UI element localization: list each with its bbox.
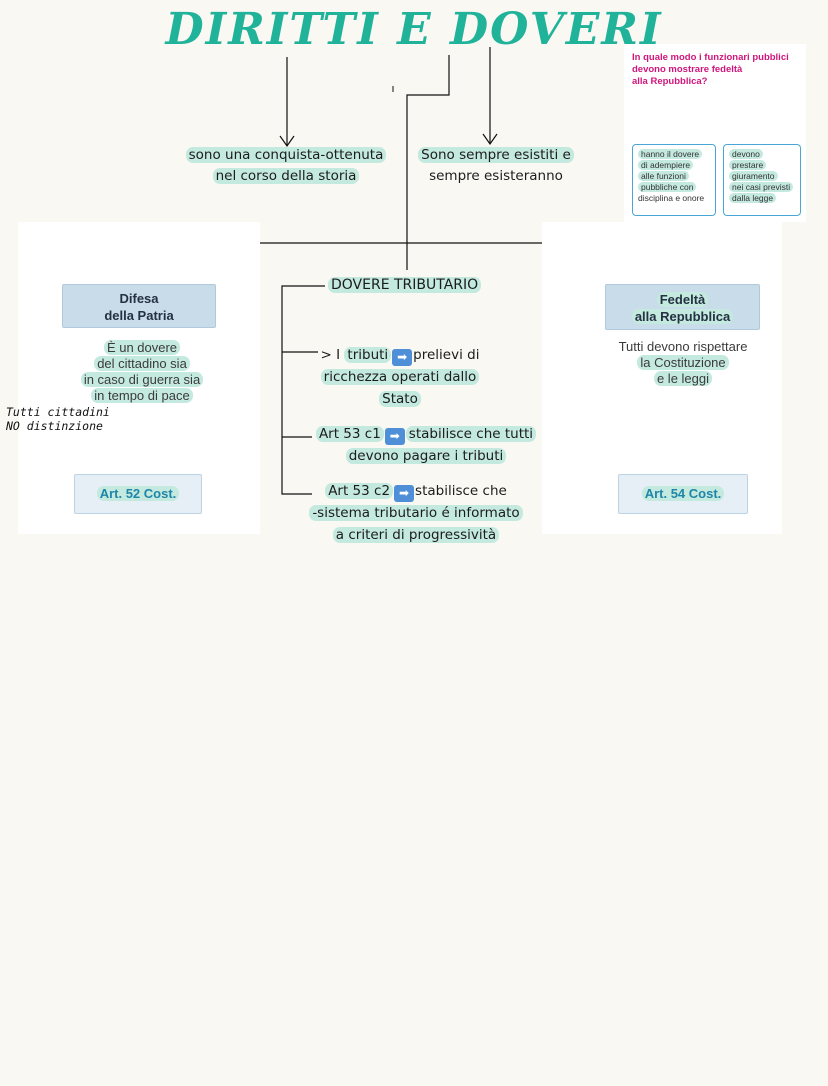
fedelta-text-line2: la Costituzione — [637, 355, 729, 370]
arrow-right-icon: ➡ — [394, 485, 415, 502]
art-52-box: Art. 52 Cost. — [74, 474, 202, 514]
difesa-text-line4: in tempo di pace — [91, 388, 193, 403]
note-conquest: sono una conquista-ottenuta nel corso de… — [174, 145, 398, 187]
difesa-line2: della Patria — [104, 308, 174, 323]
tributi-prefix: > I — [320, 347, 341, 363]
handwritten-side-note: Tutti cittadini NO distinzione — [6, 405, 136, 433]
tributi-line2: ricchezza operati dallo — [320, 369, 480, 385]
note-always-existed: Sono sempre esistiti e sempre esisterann… — [410, 145, 582, 187]
qbox-right-line4: nei casi previsti — [729, 182, 794, 192]
question-answer-left: hanno il dovere di adempiere alle funzio… — [632, 144, 716, 216]
side-note-line1: Tutti cittadini — [6, 405, 110, 419]
qbox-left-line5: disciplina e onore — [638, 193, 705, 203]
difesa-text: È un dovere del cittadino sia in caso di… — [62, 340, 222, 404]
page-title: DIRITTI E DOVERI — [165, 4, 663, 55]
arrow-right-icon: ➡ — [384, 428, 405, 445]
fedelta-text: Tutti devono rispettare la Costituzione … — [600, 339, 766, 387]
tributi-line3: Stato — [379, 391, 421, 407]
note-conquest-line2: nel corso della storia — [212, 168, 360, 184]
note-conquest-line1: sono una conquista-ottenuta — [185, 147, 387, 163]
question-title-line3: alla Repubblica? — [632, 76, 708, 87]
art-54-label: Art. 54 Cost. — [641, 486, 725, 501]
question-title: In quale modo i funzionari pubblici devo… — [632, 52, 804, 88]
fedelta-text-line1: Tutti devono rispettare — [618, 339, 748, 354]
note-always-line1: Sono sempre esistiti e — [418, 147, 574, 163]
qbox-left-line2: di adempiere — [638, 160, 694, 170]
art53c1-rest: stabilisce che tutti — [405, 426, 537, 442]
box-fedelta-repubblica: Fedeltà alla Repubblica — [605, 284, 760, 330]
art-53-c2-item: Art 53 c2➡stabilisce che -sistema tribut… — [296, 480, 536, 546]
art53c2-rest: stabilisce che — [415, 483, 507, 499]
side-note-line2: NO distinzione — [6, 419, 103, 433]
difesa-text-line1: È un dovere — [103, 340, 181, 355]
qbox-left-line3: alle funzioni — [638, 171, 689, 181]
art-53-c1-item: Art 53 c1➡stabilisce che tutti devono pa… — [308, 423, 544, 467]
qbox-right-line5: dalla legge — [729, 193, 777, 203]
art53c1-line2: devono pagare i tributi — [345, 448, 507, 464]
question-card: In quale modo i funzionari pubblici devo… — [624, 44, 806, 222]
difesa-text-line3: in caso di guerra sia — [80, 372, 204, 387]
qbox-right-line3: giuramento — [729, 171, 778, 181]
difesa-text-line2: del cittadino sia — [94, 356, 190, 371]
art53c2-line3: a criteri di progressività — [332, 527, 500, 543]
arrow-right-icon: ➡ — [392, 349, 413, 366]
art53c2-prefix: Art 53 c2 — [325, 483, 394, 499]
note-always-line2: sempre esisteranno — [429, 168, 563, 184]
dovere-tributario-label: DOVERE TRIBUTARIO — [328, 277, 482, 293]
tributi-item: > I tributi➡prelievi di ricchezza operat… — [300, 344, 500, 410]
difesa-line1: Difesa — [119, 291, 159, 306]
qbox-left-line1: hanno il dovere — [638, 149, 703, 159]
art-52-label: Art. 52 Cost. — [96, 486, 180, 501]
fedelta-line1: Fedeltà — [656, 292, 709, 307]
fedelta-line2: alla Repubblica — [631, 309, 734, 324]
qbox-right-line2: prestare — [729, 160, 767, 170]
art53c2-line2: -sistema tributario é informato — [309, 505, 523, 521]
question-title-line1: In quale modo i funzionari pubblici — [632, 52, 789, 63]
box-difesa-patria: Difesa della Patria — [62, 284, 216, 328]
art-54-box: Art. 54 Cost. — [618, 474, 748, 514]
fedelta-text-line3: e le leggi — [653, 371, 713, 386]
dovere-tributario-heading: DOVERE TRIBUTARIO — [328, 277, 482, 293]
qbox-right-line1: devono — [729, 149, 763, 159]
art53c1-prefix: Art 53 c1 — [315, 426, 384, 442]
tributi-rest: prelievi di — [413, 347, 480, 363]
tributi-word: tributi — [344, 347, 392, 363]
question-answer-right: devono prestare giuramento nei casi prev… — [723, 144, 801, 216]
question-title-line2: devono mostrare fedeltà — [632, 64, 743, 75]
qbox-left-line4: pubbliche con — [638, 182, 697, 192]
